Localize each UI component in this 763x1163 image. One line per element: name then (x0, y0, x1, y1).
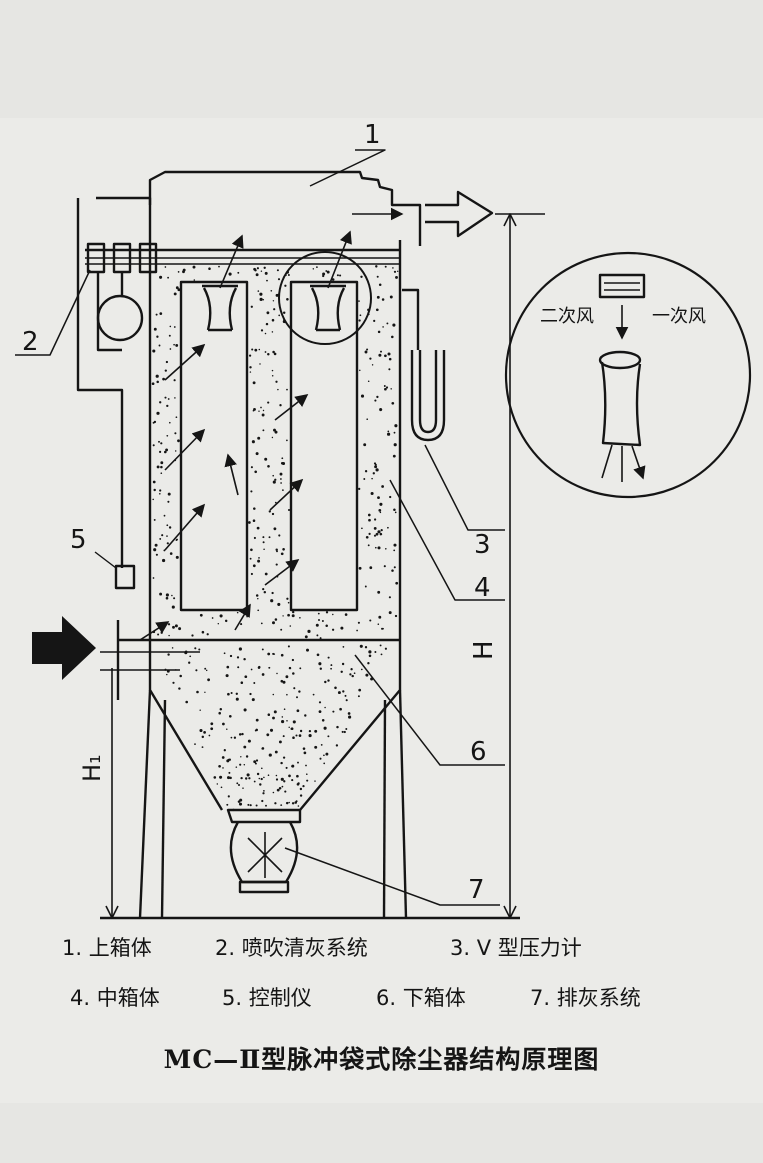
diagram-caption: MC—Ⅱ型脉冲袋式除尘器结构原理图 (163, 1045, 600, 1074)
venturi-right (310, 284, 346, 332)
leader-7 (284, 847, 500, 906)
inset-secondary-air: 二次风 (540, 306, 594, 327)
legend-item-5: 5. 控制仪 (222, 986, 312, 1010)
dust-particles (151, 265, 399, 812)
leader-6 (354, 654, 505, 766)
u-tube-manometer (402, 288, 446, 442)
legend-item-4: 4. 中箱体 (70, 986, 160, 1010)
callout-1: 1 (364, 120, 381, 150)
inset-primary-air: 一次风 (652, 306, 706, 327)
discharge-valve (226, 808, 302, 884)
leader-2 (15, 269, 91, 356)
callout-6: 6 (470, 737, 487, 767)
filter-bag-right (289, 280, 359, 612)
flow-arrows (139, 230, 352, 641)
inset-circle (504, 251, 752, 499)
venturi-left (202, 284, 238, 332)
leader-3 (424, 444, 505, 531)
inset-nozzle-box (598, 273, 646, 299)
callout-7: 7 (468, 875, 485, 905)
legend-item-3: 3. V 型压力计 (450, 936, 582, 960)
callout-2: 2 (22, 327, 39, 357)
leg-left-outer (138, 689, 152, 919)
callout-5: 5 (70, 525, 87, 555)
inlet-arrow (32, 616, 96, 680)
filter-bag-left (179, 280, 249, 612)
dimension-h1-label: H₁ (78, 754, 106, 782)
lower-box-hopper (118, 638, 402, 811)
pulse-valve-1 (86, 242, 106, 274)
leader-4 (389, 479, 505, 601)
legend-item-7: 7. 排灰系统 (530, 986, 641, 1010)
inset-bag (600, 361, 642, 447)
pulse-valve-3 (138, 242, 158, 274)
legend-item-6: 6. 下箱体 (376, 986, 466, 1010)
outlet-arrow (425, 190, 494, 238)
controller (114, 564, 136, 590)
callout-4: 4 (474, 573, 491, 603)
leg-right-outer (398, 689, 408, 919)
dimension-h-label: H (469, 640, 499, 660)
legend-item-1: 1. 上箱体 (62, 936, 152, 960)
legend-item-2: 2. 喷吹清灰系统 (215, 936, 368, 960)
air-tank (96, 294, 144, 342)
upper-box-outline (148, 170, 422, 258)
callout-3: 3 (474, 530, 491, 560)
leader-1 (309, 149, 386, 187)
paper-sheet (0, 118, 763, 1103)
detail-circle (278, 251, 372, 345)
